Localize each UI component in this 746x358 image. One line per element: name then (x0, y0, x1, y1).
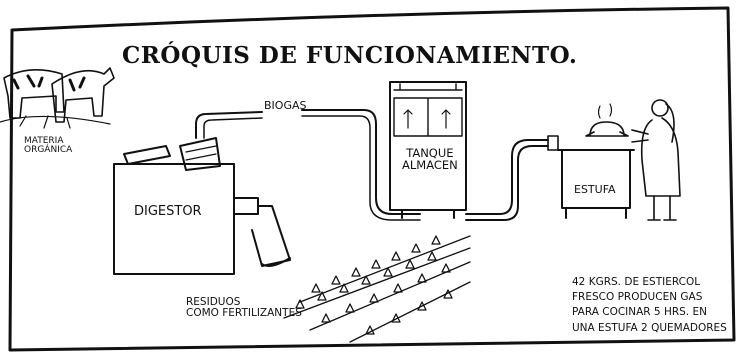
outflow-pipe (233, 197, 291, 267)
frame-border (8, 6, 736, 352)
label-tanque-almacen: TANQUE ALMACEN (402, 146, 458, 173)
cows-illustration (0, 67, 115, 129)
stove-pipe (465, 139, 549, 221)
biogas-pipe (195, 109, 421, 215)
cooking-pot (585, 121, 629, 137)
note-text: 42 KGRS. DE ESTIERCOL FRESCO PRODUCEN GA… (572, 276, 727, 334)
crop-field (283, 235, 471, 343)
label-materia-organica: MATERIA ORGÁNICA (24, 136, 73, 156)
woman-illustration (631, 99, 681, 221)
label-biogas: BIOGAS (264, 99, 307, 112)
stove (561, 149, 631, 209)
digestor-dome (179, 137, 221, 171)
fertilizer-spout (261, 257, 291, 267)
digestor-tank (113, 163, 235, 275)
storage-tank (389, 81, 467, 211)
input-chute (123, 145, 171, 165)
label-digestor: DIGESTOR (134, 204, 202, 219)
diagram-title: CRÓQUIS DE FUNCIONAMIENTO. (122, 42, 578, 69)
label-residuos: RESIDUOS COMO FERTILIZANTES (186, 296, 302, 320)
label-estufa: ESTUFA (574, 183, 616, 196)
